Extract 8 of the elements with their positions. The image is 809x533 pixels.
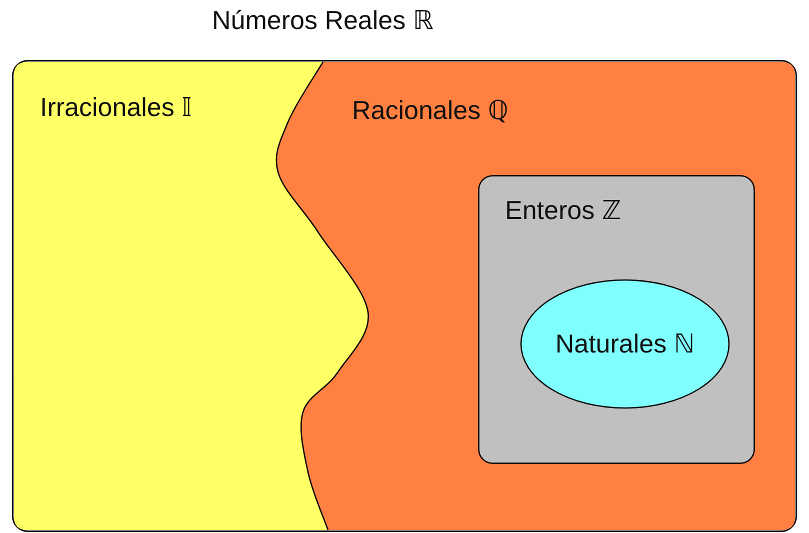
set-box bbox=[478, 175, 755, 464]
set-label: Números Reales ℝ bbox=[212, 5, 434, 36]
set-label: Racionales ℚ bbox=[352, 95, 508, 126]
set-label: Naturales ℕ bbox=[555, 328, 695, 360]
set-label: Enteros ℤ bbox=[505, 195, 622, 226]
set-ellipse bbox=[520, 279, 730, 409]
set-label: Irracionales 𝕀 bbox=[40, 92, 192, 123]
set-region bbox=[277, 62, 795, 530]
